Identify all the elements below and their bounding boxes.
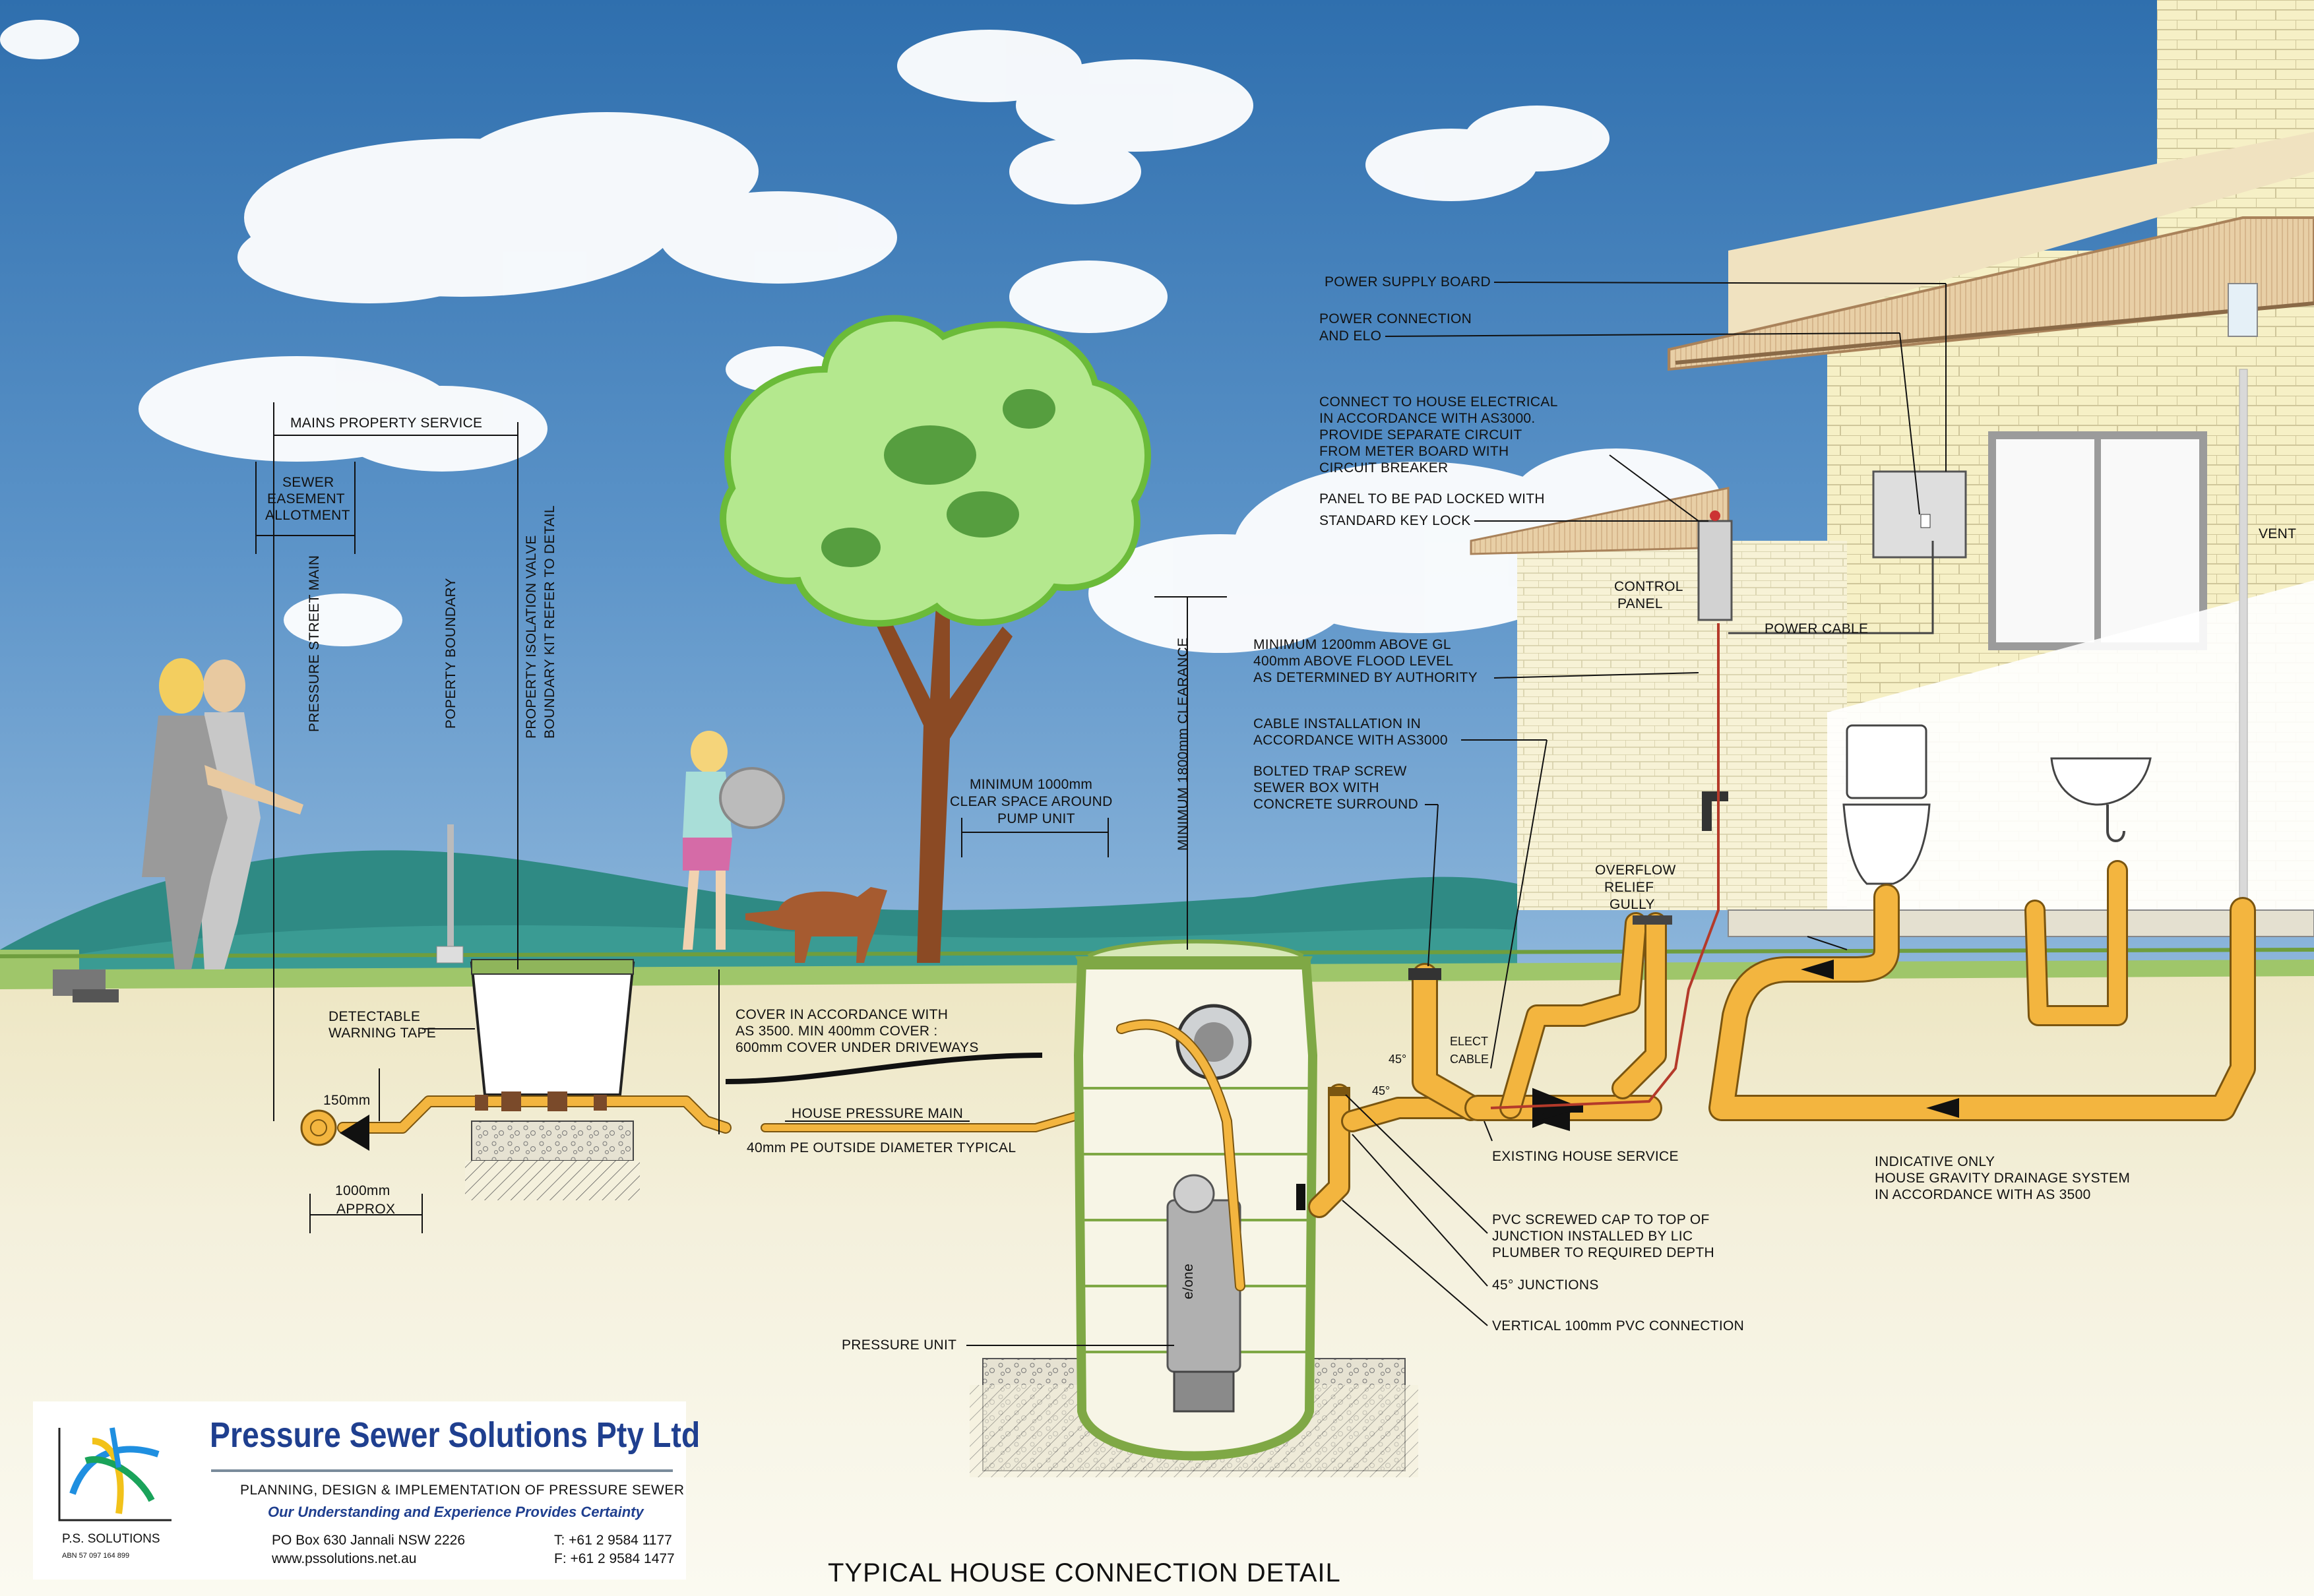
adult-figures [142, 658, 303, 969]
label-cover-note-2: AS 3500. MIN 400mm COVER : [735, 1024, 938, 1039]
label-power-cable: POWER CABLE [1765, 621, 1868, 636]
dim-mains-property-service: MAINS PROPERTY SERVICE [273, 402, 518, 1121]
label-indicative-3: IN ACCORDANCE WITH AS 3500 [1875, 1187, 2091, 1202]
label-house-pressure-main: HOUSE PRESSURE MAIN [792, 1106, 963, 1121]
label-clear-space-1: MINIMUM 1000mm [970, 777, 1092, 792]
label-mains-property-service: MAINS PROPERTY SERVICE [290, 415, 482, 431]
clearance-1800: MINIMUM 1800mm CLEARANCE [1154, 596, 1227, 950]
label-cover-note-3: 600mm COVER UNDER DRIVEWAYS [735, 1040, 979, 1055]
label-clear-space-3: PUMP UNIT [997, 811, 1075, 826]
label-existing-house-service: EXISTING HOUSE SERVICE [1492, 1149, 1679, 1164]
gravity-drainage [1499, 860, 2256, 1131]
company-name: Pressure Sewer Solutions Pty Ltd [210, 1415, 701, 1455]
label-pvc-cap-2: JUNCTION INSTALLED BY LIC [1492, 1229, 1693, 1244]
boundary-post [447, 824, 454, 950]
company-logo-block: Pressure Sewer Solutions Pty Ltd PLANNIN… [33, 1401, 700, 1580]
label-property-boundary: POPERTY BOUNDARY [443, 578, 458, 729]
company-slogan: Our Understanding and Experience Provide… [268, 1504, 644, 1520]
label-cable-installation-1: CABLE INSTALLATION IN [1253, 716, 1421, 731]
label-angle-45-a: 45° [1389, 1053, 1406, 1066]
label-bolted-trap-2: SEWER BOX WITH [1253, 780, 1379, 795]
label-control-panel-1: CONTROL [1614, 579, 1683, 594]
label-indicative-1: INDICATIVE ONLY [1875, 1154, 1995, 1169]
ps-solutions-logo [58, 1427, 172, 1521]
label-panel-locked-1: PANEL TO BE PAD LOCKED WITH [1319, 491, 1545, 506]
logo-text: P.S. SOLUTIONS [62, 1532, 160, 1546]
house-pressure-main-label: HOUSE PRESSURE MAIN 40mm PE OUTSIDE DIAM… [747, 1106, 1016, 1155]
label-detectable-tape-2: WARNING TAPE [328, 1026, 436, 1041]
child-figure [683, 731, 785, 950]
company-website[interactable]: www.pssolutions.net.au [272, 1551, 417, 1566]
label-isolation-valve-1: PROPERTY ISOLATION VALVE [524, 535, 539, 739]
label-clear-space-2: CLEAR SPACE AROUND [950, 794, 1113, 809]
label-panel-locked-2: STANDARD KEY LOCK [1319, 513, 1471, 528]
pump-brand: e/one [1181, 1264, 1196, 1299]
label-detectable-tape-1: DETECTABLE [328, 1009, 420, 1024]
label-pe-diameter: 40mm PE OUTSIDE DIAMETER TYPICAL [747, 1140, 1016, 1155]
dim-1000-approx: 1000mm APPROX [309, 1183, 423, 1233]
company-tagline: PLANNING, DESIGN & IMPLEMENTATION OF PRE… [240, 1483, 685, 1498]
label-cover-150: 150mm [323, 1093, 371, 1108]
label-pvc-cap-1: PVC SCREWED CAP TO TOP OF [1492, 1212, 1710, 1227]
logo-rule [211, 1469, 673, 1472]
label-clearance-1800: MINIMUM 1800mm CLEARANCE [1175, 638, 1191, 851]
label-vertical-pvc: VERTICAL 100mm PVC CONNECTION [1492, 1318, 1744, 1334]
street-main [300, 1109, 337, 1146]
label-angle-45-b: 45° [1372, 1084, 1390, 1097]
label-elect-cable-1: ELECT [1450, 1035, 1488, 1048]
label-pressure-street-main: PRESSURE STREET MAIN [307, 555, 322, 732]
label-bolted-trap-3: CONCRETE SURROUND [1253, 797, 1418, 812]
label-sewer-easement-1: SEWER [282, 475, 334, 490]
label-sewer-easement-3: ALLOTMENT [265, 508, 350, 523]
label-distance-1: 1000mm [335, 1183, 391, 1198]
label-isolation-valve-2: BOUNDARY KIT REFER TO DETAIL [542, 505, 557, 739]
dog [745, 887, 887, 963]
label-connect-electrical-4: FROM METER BOARD WITH [1319, 444, 1509, 459]
cover-note: COVER IN ACCORDANCE WITH AS 3500. MIN 40… [718, 969, 979, 1134]
label-indicative-2: HOUSE GRAVITY DRAINAGE SYSTEM [1875, 1171, 2130, 1186]
clear-space-note: MINIMUM 1000mm CLEAR SPACE AROUND PUMP U… [950, 777, 1113, 857]
company-phone: T: +61 2 9584 1177 [554, 1533, 672, 1548]
tree [720, 315, 1151, 963]
label-minimum-1200-2: 400mm ABOVE FLOOD LEVEL [1253, 654, 1453, 669]
company-address: PO Box 630 Jannali NSW 2226 [272, 1533, 465, 1548]
label-connect-electrical-5: CIRCUIT BREAKER [1319, 460, 1448, 476]
diagram-title: TYPICAL HOUSE CONNECTION DETAIL [828, 1558, 1341, 1587]
dim-sewer-easement: SEWER EASEMENT ALLOTMENT [255, 462, 356, 554]
label-cable-installation-2: ACCORDANCE WITH AS3000 [1253, 733, 1448, 748]
label-overflow-3: GULLY [1610, 897, 1655, 912]
label-minimum-1200-1: MINIMUM 1200mm ABOVE GL [1253, 637, 1451, 652]
company-fax: F: +61 2 9584 1477 [554, 1551, 675, 1566]
label-power-supply-board: POWER SUPPLY BOARD [1325, 274, 1491, 290]
label-power-connection-2: AND ELO [1319, 328, 1381, 344]
clouds [0, 20, 1722, 653]
label-connect-electrical-3: PROVIDE SEPARATE CIRCUIT [1319, 427, 1522, 443]
label-vent: VENT [2259, 526, 2296, 541]
label-junctions-45: 45° JUNCTIONS [1492, 1277, 1599, 1293]
label-overflow-1: OVERFLOW [1595, 863, 1676, 878]
dim-cover-150: 150mm [323, 1068, 380, 1121]
label-connect-electrical-1: CONNECT TO HOUSE ELECTRICAL [1319, 394, 1558, 410]
label-power-connection-1: POWER CONNECTION [1319, 311, 1472, 326]
label-pvc-cap-3: PLUMBER TO REQUIRED DEPTH [1492, 1245, 1714, 1260]
label-overflow-2: RELIEF [1604, 880, 1654, 895]
label-minimum-1200-3: AS DETERMINED BY AUTHORITY [1253, 670, 1478, 685]
label-connect-electrical-2: IN ACCORDANCE WITH AS3000. [1319, 411, 1536, 426]
company-abn: ABN 57 097 164 899 [62, 1552, 130, 1560]
boundary-kit [465, 959, 640, 1200]
label-control-panel-2: PANEL [1617, 596, 1663, 611]
pressure-unit-tank: e/one [970, 939, 1418, 1477]
label-pressure-unit: PRESSURE UNIT [842, 1337, 956, 1353]
label-elect-cable-2: CABLE [1450, 1053, 1489, 1066]
label-cover-note-1: COVER IN ACCORDANCE WITH [735, 1007, 948, 1022]
label-distance-2: APPROX [336, 1202, 395, 1217]
label-sewer-easement-2: EASEMENT [267, 491, 345, 506]
label-bolted-trap-1: BOLTED TRAP SCREW [1253, 764, 1407, 779]
